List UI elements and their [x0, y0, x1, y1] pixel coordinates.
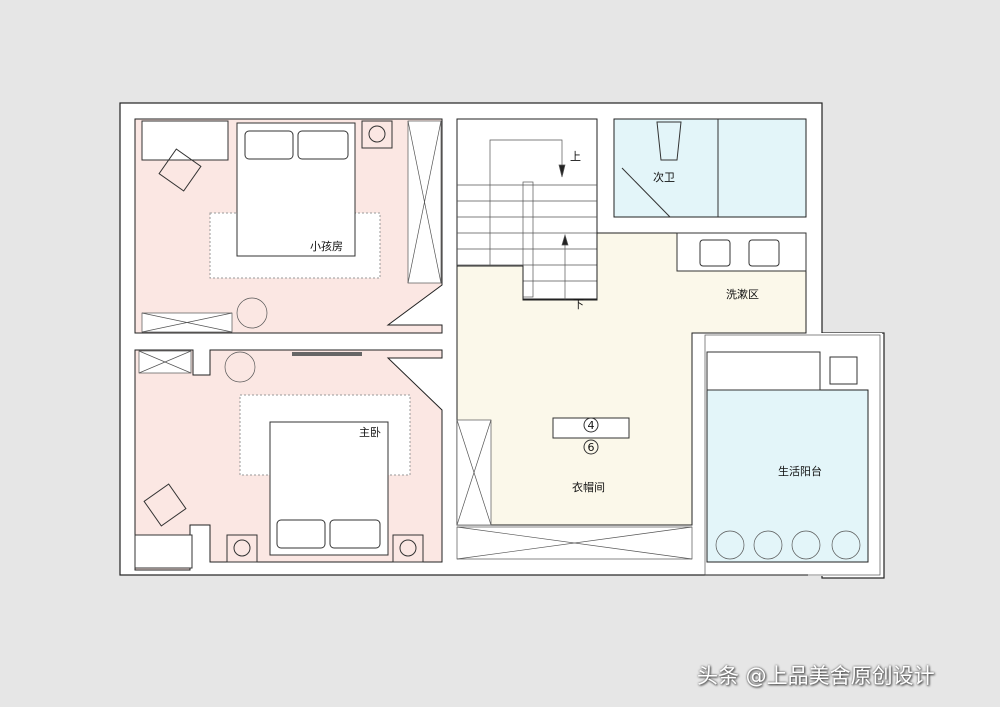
room-label-bath: 次卫 — [653, 170, 675, 184]
watermark: 头条 @上品美舍原创设计 — [697, 664, 935, 688]
tv-icon — [292, 352, 362, 356]
laundry-counter — [706, 351, 821, 391]
room-label-wash: 洗漱区 — [726, 288, 759, 301]
balcony-floor — [706, 389, 869, 563]
bathroom-floor — [613, 118, 807, 218]
lamp-icon — [399, 539, 417, 557]
sink-icon — [699, 239, 731, 267]
laundry-sink-icon — [829, 356, 858, 385]
kids-bed — [236, 122, 356, 257]
room-label-master: 主卧 — [359, 426, 381, 439]
bath-door-swing — [621, 167, 671, 218]
nightstand — [226, 534, 258, 563]
wardrobes — [138, 120, 693, 560]
nightstand — [392, 534, 424, 563]
master-bed — [269, 421, 389, 556]
lamp-icon — [368, 125, 386, 143]
pillow-icon — [276, 519, 326, 549]
armchair-icon — [158, 148, 202, 192]
armchair-icon — [143, 483, 187, 527]
room-label-balcony: 生活阳台 — [778, 464, 822, 478]
plant-icons — [224, 297, 861, 560]
desk — [141, 120, 229, 161]
marker-bottom: 6 — [588, 441, 595, 454]
nightstand — [361, 120, 393, 149]
stair-up-label: 上 — [570, 150, 581, 163]
room-label-kids: 小孩房 — [310, 240, 343, 253]
desk — [134, 534, 193, 569]
marker-top: 4 — [588, 419, 595, 432]
sink-icon — [748, 239, 780, 267]
pillow-icon — [297, 130, 349, 160]
room-label-cloakroom: 衣帽间 — [572, 480, 605, 494]
toilet-icon — [656, 121, 682, 161]
stair-down-label: 下 — [573, 298, 584, 311]
lamp-icon — [233, 539, 251, 557]
vanity-counter — [676, 232, 807, 272]
pillow-icon — [244, 130, 294, 160]
pillow-icon — [329, 519, 381, 549]
